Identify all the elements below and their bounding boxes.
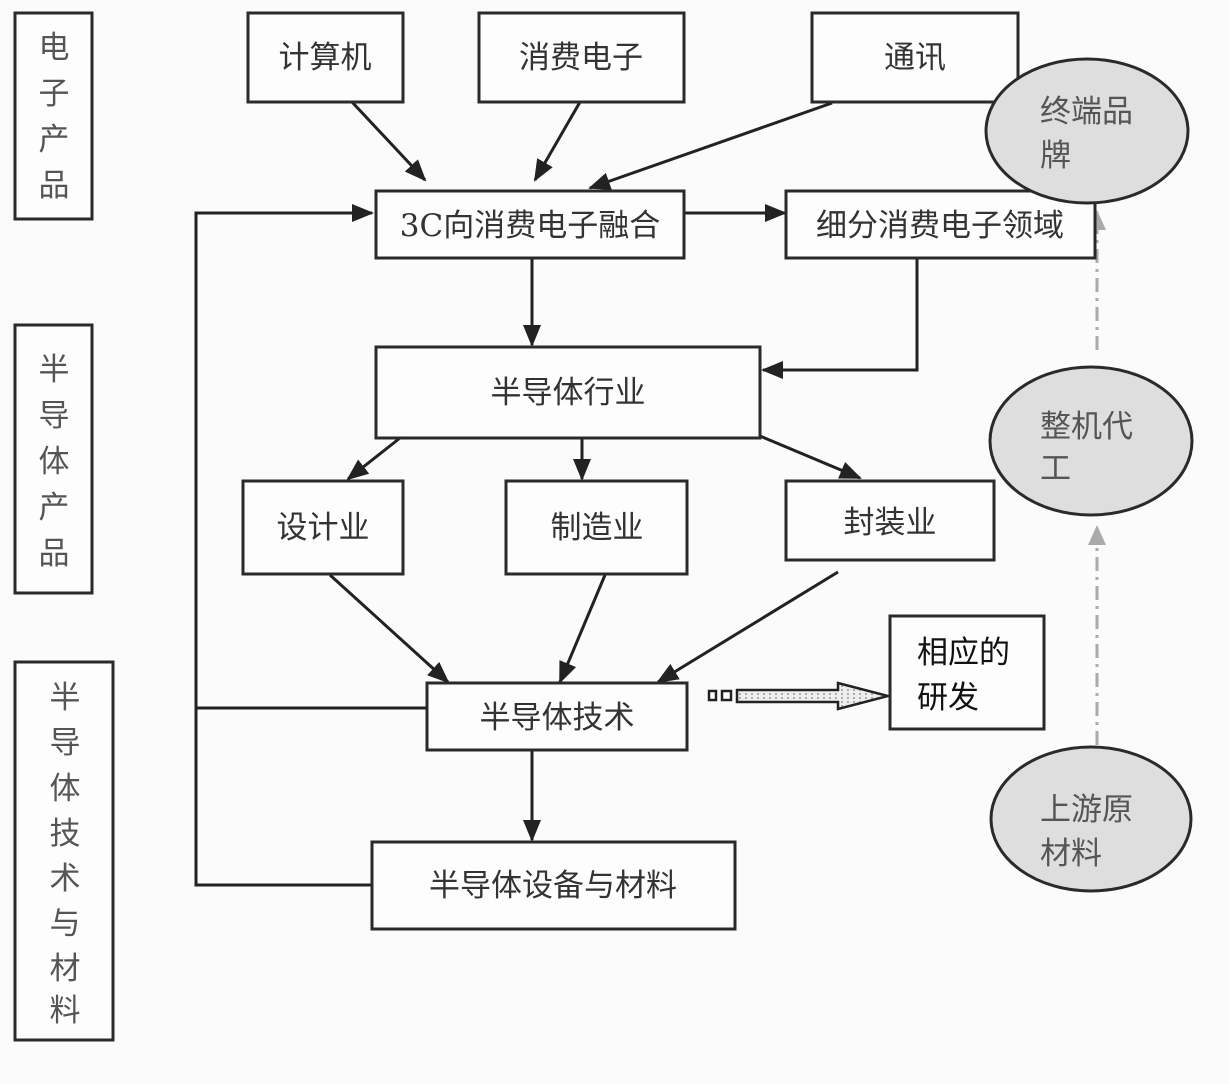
node-label: 半导体技术 xyxy=(480,700,635,736)
side-char: 材 xyxy=(50,951,81,987)
node-label: 消费电子 xyxy=(519,40,643,76)
node-label: 半导体设备与材料 xyxy=(429,868,677,904)
node-segment[interactable]: 细分消费电子领域 xyxy=(784,189,1097,260)
node-label: 相应的 xyxy=(917,635,1010,671)
ellipse-label: 上游原 xyxy=(1040,792,1133,828)
arrow-manufacturing-technology xyxy=(558,574,607,684)
node-label: 封装业 xyxy=(844,505,937,541)
arrow-packaging-technology xyxy=(656,570,839,684)
side-label-semiconductor-products: 半 导 体 产 品 xyxy=(13,323,94,595)
node-label: 半导体行业 xyxy=(491,375,646,411)
side-char: 技 xyxy=(50,816,81,852)
block-arrow-rnd xyxy=(707,681,893,711)
side-char: 品 xyxy=(39,168,70,204)
node-label: 通讯 xyxy=(884,40,946,76)
side-char: 半 xyxy=(50,680,81,716)
side-char: 体 xyxy=(39,444,70,480)
ellipse-upstream-materials[interactable]: 上游原 材料 xyxy=(989,745,1193,893)
side-char: 品 xyxy=(39,536,70,572)
node-packaging[interactable]: 封装业 xyxy=(784,479,996,562)
node-label: 细分消费电子领域 xyxy=(816,208,1064,244)
side-label-electronics: 电 子 产 品 xyxy=(13,11,94,221)
node-label: 3C向消费电子融合 xyxy=(400,208,660,244)
side-char: 半 xyxy=(39,352,70,388)
node-label: 研发 xyxy=(917,680,979,716)
ellipse-oem[interactable]: 整机代 工 xyxy=(988,365,1194,517)
side-char: 导 xyxy=(50,725,81,761)
side-char: 导 xyxy=(39,398,70,434)
side-char: 产 xyxy=(39,122,70,158)
node-label: 计算机 xyxy=(279,40,372,76)
ellipse-label: 牌 xyxy=(1040,138,1071,174)
arrow-design-technology xyxy=(328,573,450,684)
node-consumer-electronics[interactable]: 消费电子 xyxy=(477,11,686,104)
ellipse-label: 整机代 xyxy=(1040,409,1133,445)
side-char: 料 xyxy=(50,993,81,1029)
node-manufacturing[interactable]: 制造业 xyxy=(504,479,689,576)
side-char: 术 xyxy=(50,861,81,897)
side-char: 电 xyxy=(39,30,70,66)
arrow-consumer-fusion xyxy=(533,101,582,182)
arrow-industry-packaging xyxy=(759,434,862,480)
side-char: 与 xyxy=(50,906,81,942)
arrow-industry-design xyxy=(346,436,401,481)
node-equipment[interactable]: 半导体设备与材料 xyxy=(370,840,737,931)
node-label: 设计业 xyxy=(277,510,370,546)
arrow-communication-fusion xyxy=(588,101,833,190)
node-industry[interactable]: 半导体行业 xyxy=(374,345,762,440)
feedback-arrow xyxy=(194,204,374,887)
node-communication[interactable]: 通讯 xyxy=(810,11,1020,104)
arrow-segment-industry xyxy=(761,258,919,379)
node-label: 制造业 xyxy=(551,510,644,546)
node-computer[interactable]: 计算机 xyxy=(246,11,405,104)
node-rnd[interactable]: 相应的 研发 xyxy=(888,614,1046,731)
side-char: 体 xyxy=(50,771,81,807)
arrow-computer-fusion xyxy=(350,100,427,182)
ellipse-label: 终端品 xyxy=(1040,94,1133,130)
node-technology[interactable]: 半导体技术 xyxy=(425,681,689,752)
ellipse-label: 工 xyxy=(1040,451,1071,487)
side-char: 子 xyxy=(39,76,70,112)
side-char: 产 xyxy=(39,490,70,526)
ellipse-label: 材料 xyxy=(1040,836,1102,872)
node-fusion[interactable]: 3C向消费电子融合 xyxy=(374,189,686,260)
ellipse-terminal-brand[interactable]: 终端品 牌 xyxy=(984,57,1190,205)
node-design[interactable]: 设计业 xyxy=(241,479,405,576)
side-label-tech-materials: 半 导 体 技 术 与 材 料 xyxy=(13,660,115,1042)
